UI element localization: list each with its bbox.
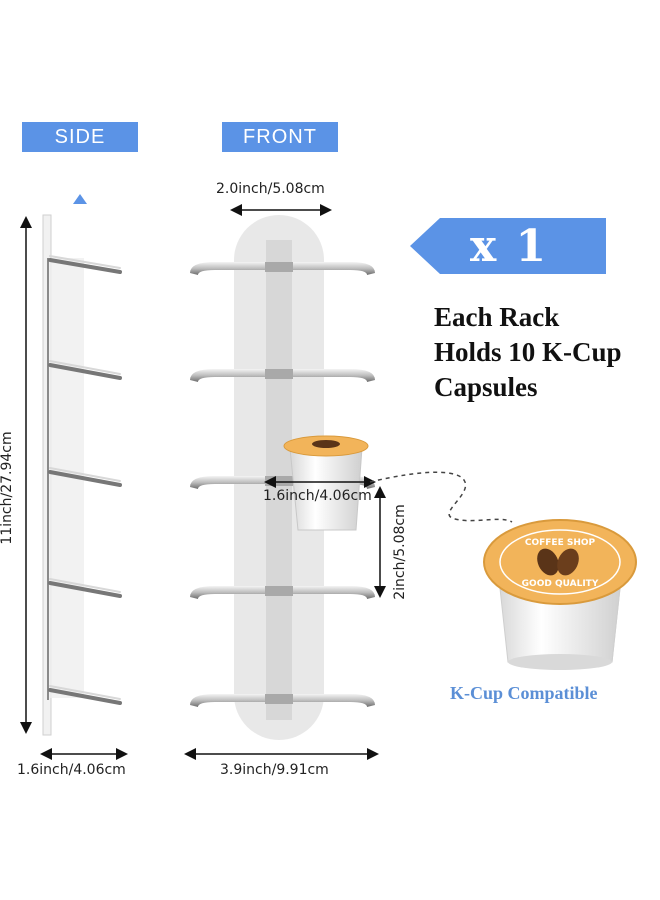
up-arrow-icon xyxy=(73,194,87,204)
cup-width-label: 1.6inch/4.06cm xyxy=(263,488,372,504)
headline-line-3: Capsules xyxy=(434,372,538,402)
headline-line-1: Each Rack xyxy=(434,302,560,332)
dashed-connector xyxy=(369,471,513,523)
height-label: 11inch/27.94cm xyxy=(0,431,15,545)
side-depth-label: 1.6inch/4.06cm xyxy=(17,762,126,778)
quantity-text: x 1 xyxy=(470,220,549,272)
front-view xyxy=(190,215,375,740)
side-view-tag: SIDE xyxy=(22,122,138,152)
front-view-tag: FRONT xyxy=(222,122,338,152)
top-width-label: 2.0inch/5.08cm xyxy=(216,181,325,197)
headline-line-2: Holds 10 K-Cup xyxy=(434,337,622,367)
quantity-banner xyxy=(410,218,606,274)
spacing-label: 2inch/5.08cm xyxy=(392,504,408,600)
lid-text-top: COFFEE SHOP xyxy=(525,538,596,548)
small-k-cup xyxy=(283,435,369,531)
compatibility-label: K-Cup Compatible xyxy=(450,683,598,703)
lid-text-bottom: GOOD QUALITY xyxy=(522,579,599,589)
side-view xyxy=(42,214,122,736)
base-width-label: 3.9inch/9.91cm xyxy=(220,762,329,778)
headline: Each Rack Holds 10 K-Cup Capsules xyxy=(434,300,622,405)
large-k-cup xyxy=(483,519,637,670)
